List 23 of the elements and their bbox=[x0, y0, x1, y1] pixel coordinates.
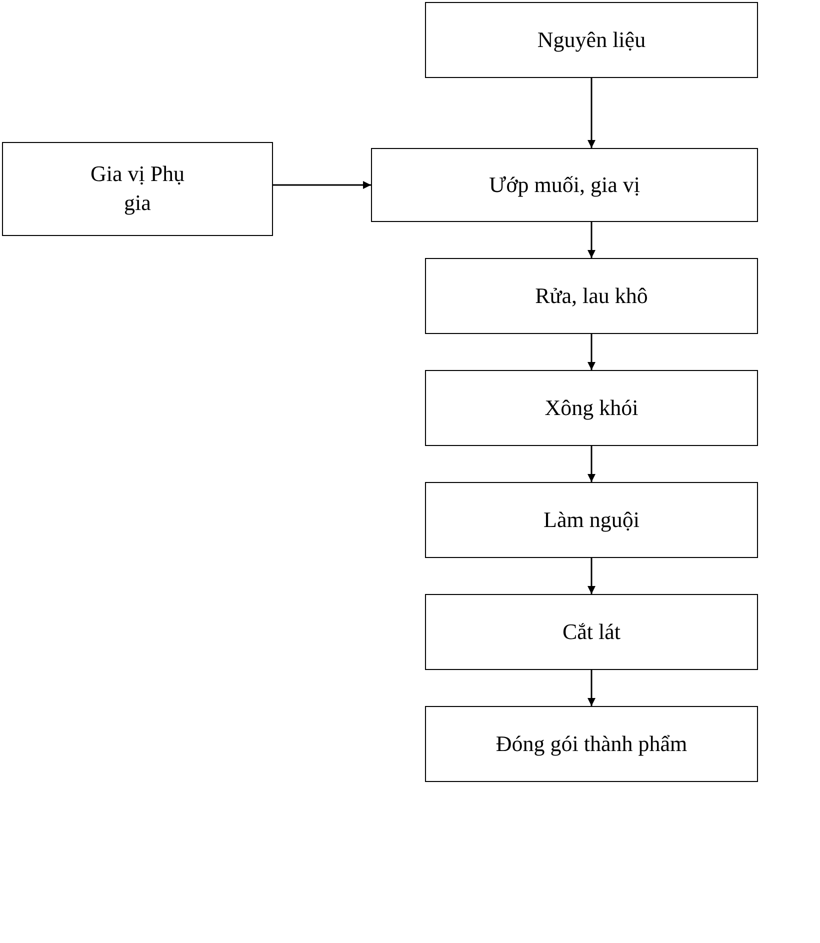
process-box bbox=[425, 706, 758, 782]
arrow bbox=[588, 558, 596, 594]
arrow bbox=[588, 334, 596, 370]
process-box bbox=[371, 148, 758, 222]
process-box bbox=[425, 482, 758, 558]
step-label: Xông khói bbox=[544, 394, 638, 422]
process-box bbox=[425, 594, 758, 670]
step-label: Cắt lát bbox=[562, 618, 621, 646]
process-box bbox=[425, 370, 758, 446]
arrow bbox=[588, 446, 596, 482]
process-box bbox=[2, 142, 273, 236]
step-label: Làm nguội bbox=[544, 506, 640, 534]
step-label: Ướp muối, gia vị bbox=[489, 170, 640, 199]
arrow bbox=[588, 78, 596, 148]
step-label: Đóng gói thành phẩm bbox=[496, 730, 688, 758]
step-label: Nguyên liệu bbox=[537, 26, 646, 54]
process-box bbox=[425, 258, 758, 334]
arrow bbox=[588, 222, 596, 258]
step-label: Rửa, lau khô bbox=[535, 282, 648, 310]
arrow bbox=[273, 181, 371, 189]
arrow bbox=[588, 670, 596, 706]
process-box bbox=[425, 2, 758, 78]
step-label: Gia vị Phụ gia bbox=[89, 160, 186, 217]
